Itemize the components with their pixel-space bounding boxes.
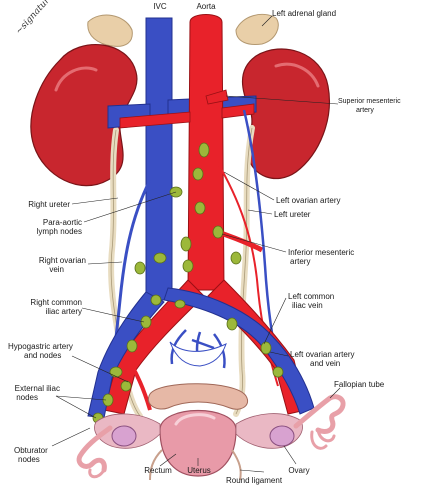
- label-left-common-iliac-line1: Left common: [288, 292, 334, 301]
- label-obturator-nodes: Obturator nodes: [14, 446, 48, 464]
- label-aorta: Aorta: [192, 2, 220, 11]
- label-superior-mesenteric-artery: Superior mesenteric artery: [338, 97, 401, 115]
- label-left-common-iliac-vein: Left common iliac vein: [288, 292, 334, 310]
- label-superior-mesenteric-line1: Superior mesenteric: [338, 97, 401, 106]
- label-external-iliac-nodes: External iliac nodes: [2, 384, 60, 402]
- label-left-ovarian-av-line1: Left ovarian artery: [290, 350, 354, 359]
- label-external-iliac-line2: nodes: [2, 393, 60, 402]
- label-uterus: Uterus: [182, 466, 216, 475]
- label-hypogastric-line1: Hypogastric artery: [8, 342, 73, 351]
- label-left-ovarian-artery: Left ovarian artery: [276, 196, 340, 205]
- label-right-common-iliac-artery: Right common iliac artery: [20, 298, 82, 316]
- label-inferior-mesenteric-artery: Inferior mesenteric artery: [288, 248, 354, 266]
- label-hypogastric-artery: Hypogastric artery and nodes: [8, 342, 73, 360]
- label-left-ovarian-artery-vein: Left ovarian artery and vein: [290, 350, 354, 368]
- label-rectum: Rectum: [140, 466, 176, 475]
- label-hypogastric-line2: and nodes: [8, 351, 73, 360]
- label-left-adrenal-gland: Left adrenal gland: [272, 9, 336, 18]
- left-adrenal-gland: [236, 14, 278, 44]
- label-right-ureter: Right ureter: [10, 200, 70, 209]
- label-para-aortic-nodes: Para-aortic lymph nodes: [16, 218, 82, 236]
- label-ovary: Ovary: [286, 466, 312, 475]
- label-para-aortic-line1: Para-aortic: [16, 218, 82, 227]
- label-obturator-line2: nodes: [14, 455, 48, 464]
- label-right-common-iliac-line2: iliac artery: [20, 307, 82, 316]
- label-right-common-iliac-line1: Right common: [20, 298, 82, 307]
- right-fallopian-tube: [79, 428, 110, 470]
- label-external-iliac-line1: External iliac: [2, 384, 60, 393]
- label-para-aortic-line2: lymph nodes: [16, 227, 82, 236]
- label-inferior-mesenteric-line1: Inferior mesenteric: [288, 248, 354, 257]
- label-inferior-mesenteric-line2: artery: [288, 257, 354, 266]
- label-obturator-line1: Obturator: [14, 446, 48, 455]
- label-left-common-iliac-line2: iliac vein: [288, 301, 334, 310]
- label-fallopian-tube: Fallopian tube: [334, 380, 384, 389]
- label-left-ovarian-av-line2: and vein: [290, 359, 354, 368]
- label-right-ovarian-line2: vein: [20, 265, 86, 274]
- round-ligament-right: [150, 450, 162, 480]
- label-left-ureter: Left ureter: [274, 210, 310, 219]
- left-kidney: [243, 49, 330, 179]
- label-ivc: IVC: [150, 2, 170, 11]
- right-ovary: [112, 426, 136, 446]
- label-right-ovarian-vein: Right ovarian vein: [20, 256, 86, 274]
- left-ovary: [270, 426, 294, 446]
- right-adrenal-gland: [88, 15, 133, 46]
- label-superior-mesenteric-line2: artery: [338, 106, 401, 115]
- right-fimbriae: [90, 470, 104, 477]
- label-round-ligament: Round ligament: [226, 476, 282, 485]
- label-right-ovarian-line1: Right ovarian: [20, 256, 86, 265]
- rectum: [148, 384, 247, 410]
- left-ureter: [236, 128, 252, 414]
